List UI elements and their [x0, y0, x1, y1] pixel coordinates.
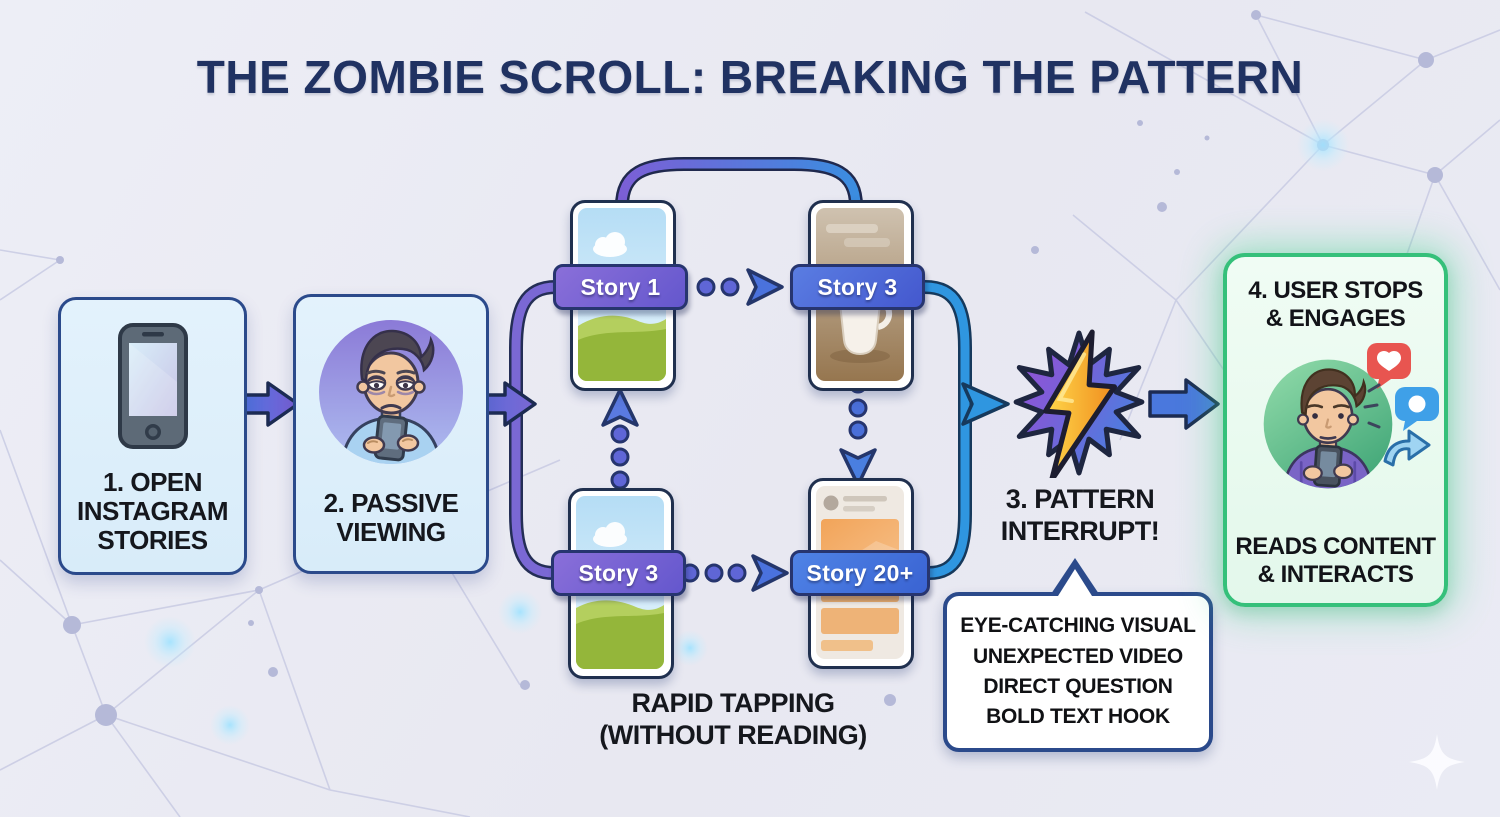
comment-badge-icon — [1395, 387, 1439, 431]
loop-caption: RAPID TAPPING (WITHOUT READING) — [599, 688, 867, 750]
story-pill-3-top: Story 3 — [790, 264, 925, 310]
left-bracket-connector — [509, 280, 563, 580]
heart-like-badge-icon — [1367, 343, 1411, 389]
loop-dots-left-column — [610, 424, 630, 490]
tired-user-avatar — [319, 320, 463, 464]
step1-open-stories-box: 1. OPEN INSTAGRAM STORIES — [58, 297, 247, 575]
story-pill-1: Story 1 — [553, 264, 688, 310]
lightning-bolt-starburst-icon — [1013, 329, 1145, 478]
step2-label: 2. PASSIVE VIEWING — [323, 488, 459, 548]
tap-dots-bottom-row — [680, 563, 747, 583]
step1-label: 1. OPEN INSTAGRAM STORIES — [76, 467, 229, 556]
engagement-badges — [1363, 343, 1439, 467]
arrow-step1-step2 — [236, 381, 300, 427]
tap-arrow-bottom-row — [751, 554, 789, 592]
share-arrow-icon — [1383, 429, 1431, 467]
tap-dots-top-row — [696, 277, 740, 297]
step4-title: 4. USER STOPS & ENGAGES — [1248, 277, 1423, 333]
arrow-step2-loop — [481, 381, 537, 427]
story-pill-3-bottom: Story 3 — [551, 550, 686, 596]
step3-label: 3. PATTERN INTERRUPT! — [1000, 484, 1160, 546]
step4-engage-box: 4. USER STOPS & ENGAGES — [1223, 253, 1448, 607]
step4-caption: READS CONTENT & INTERACTS — [1235, 533, 1436, 589]
engaged-user-avatar — [1263, 359, 1393, 489]
sparkle-icon — [1409, 734, 1465, 790]
tap-arrow-top-row — [746, 268, 784, 306]
page-title: THE ZOMBIE SCROLL: BREAKING THE PATTERN — [196, 51, 1304, 103]
story-pill-20plus: Story 20+ — [790, 550, 930, 596]
step2-passive-viewing-box: 2. PASSIVE VIEWING — [293, 294, 489, 574]
smartphone-icon — [118, 323, 188, 449]
pattern-interrupt-callout: EYE-CATCHING VISUAL UNEXPECTED VIDEO DIR… — [943, 558, 1213, 752]
arrow-interrupt-engage — [1148, 378, 1220, 430]
attention-dashes — [1363, 383, 1381, 429]
loop-arrow-up — [601, 388, 639, 427]
